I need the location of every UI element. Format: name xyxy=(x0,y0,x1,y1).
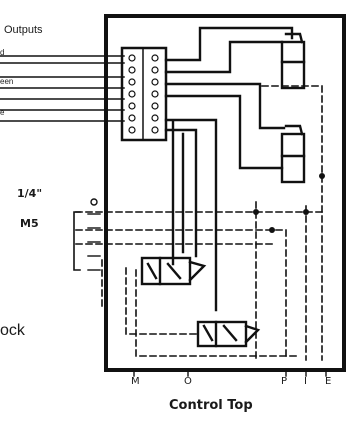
outputs-heading: Outputs xyxy=(4,24,43,36)
port-label-o: O xyxy=(184,376,192,387)
port-stubs xyxy=(133,369,327,377)
port-label-e: E xyxy=(325,376,332,387)
valve-lower xyxy=(196,320,261,348)
size-bracket xyxy=(73,211,81,271)
size-label-quarter-inch: 1/4" xyxy=(17,187,43,200)
junction-dots xyxy=(253,173,325,233)
housing-outline xyxy=(104,14,346,372)
wire-label-2: een xyxy=(0,77,14,86)
cylinder-lower xyxy=(280,124,306,184)
wire-label-1: d xyxy=(0,48,5,57)
output-wires xyxy=(0,55,125,122)
control-top-title: Control Top xyxy=(169,398,253,413)
valve-upper xyxy=(140,256,207,286)
port-label-m: M xyxy=(131,376,140,387)
solid-lines xyxy=(164,26,294,312)
size-label-m5: M5 xyxy=(20,217,39,230)
wire-label-3: e xyxy=(0,108,5,117)
port-label-i: I xyxy=(304,376,307,387)
cylinder-upper xyxy=(280,32,306,90)
manifold-block xyxy=(120,46,168,142)
pilot-lines xyxy=(75,85,323,361)
port-label-p: P xyxy=(281,376,288,387)
side-port-symbols xyxy=(87,198,101,271)
manifold-ports xyxy=(128,54,159,134)
block-label: ock xyxy=(0,322,25,339)
